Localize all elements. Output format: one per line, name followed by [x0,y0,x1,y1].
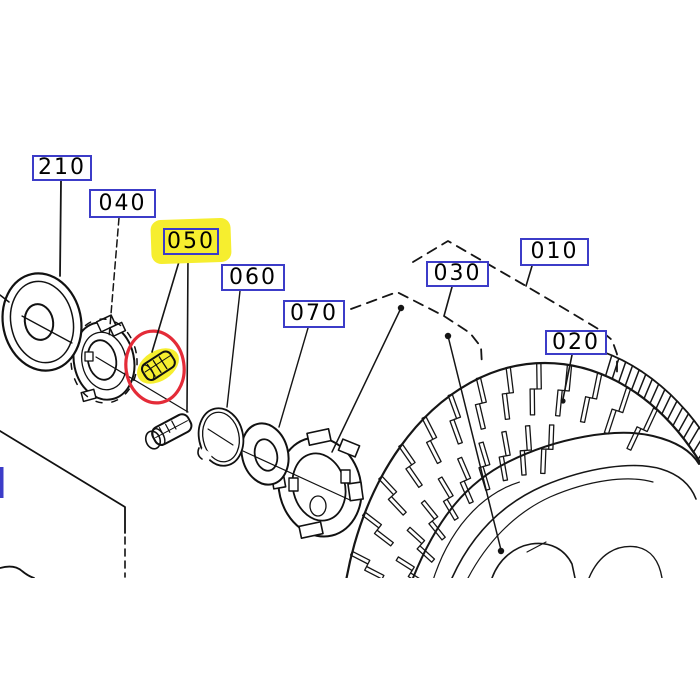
part-label-050[interactable]: 050 [163,228,219,255]
yellow-highlight-blob [137,348,179,384]
part-label-020[interactable]: 020 [545,330,607,355]
pointer-line-hub [331,307,402,453]
washer-drawing [240,422,290,486]
tire-sidewall-rings [412,431,700,578]
hub-centerline [95,356,189,413]
highlighted-key-drawing [137,348,179,384]
gasket-drawing [195,407,245,467]
group-bracket-010 [412,240,618,373]
part-label-030[interactable]: 030 [426,261,489,287]
tire-drawing [345,341,700,578]
assembly-centerline [242,450,351,501]
key-part-drawing [144,413,193,450]
leader-050a [151,254,182,353]
annotation-circle [124,329,186,405]
disc-drawing [0,272,83,372]
leader-dots [397,304,566,555]
leader-070 [278,327,309,428]
part-label-070[interactable]: 070 [283,300,345,328]
leader-050b [186,254,189,413]
leader-060 [226,290,241,408]
leader-lines [59,180,618,551]
leader-210 [59,180,62,277]
part-label-210[interactable]: 210 [32,155,92,181]
tire-tread-lugs [349,362,658,578]
leader-020 [562,354,573,400]
group-bracket-030 [350,291,483,367]
part-label-040[interactable]: 040 [89,189,156,218]
part-label-010[interactable]: 010 [520,238,589,266]
part-label-060[interactable]: 060 [221,264,285,291]
leader-030 [443,286,453,317]
leader-010 [525,265,533,287]
case-edge-lines [0,430,126,578]
cropped-label-box-edge [0,467,4,498]
pointer-line-rim [447,335,502,551]
ratchet-hub-drawing [70,314,138,404]
leader-040 [108,217,120,339]
